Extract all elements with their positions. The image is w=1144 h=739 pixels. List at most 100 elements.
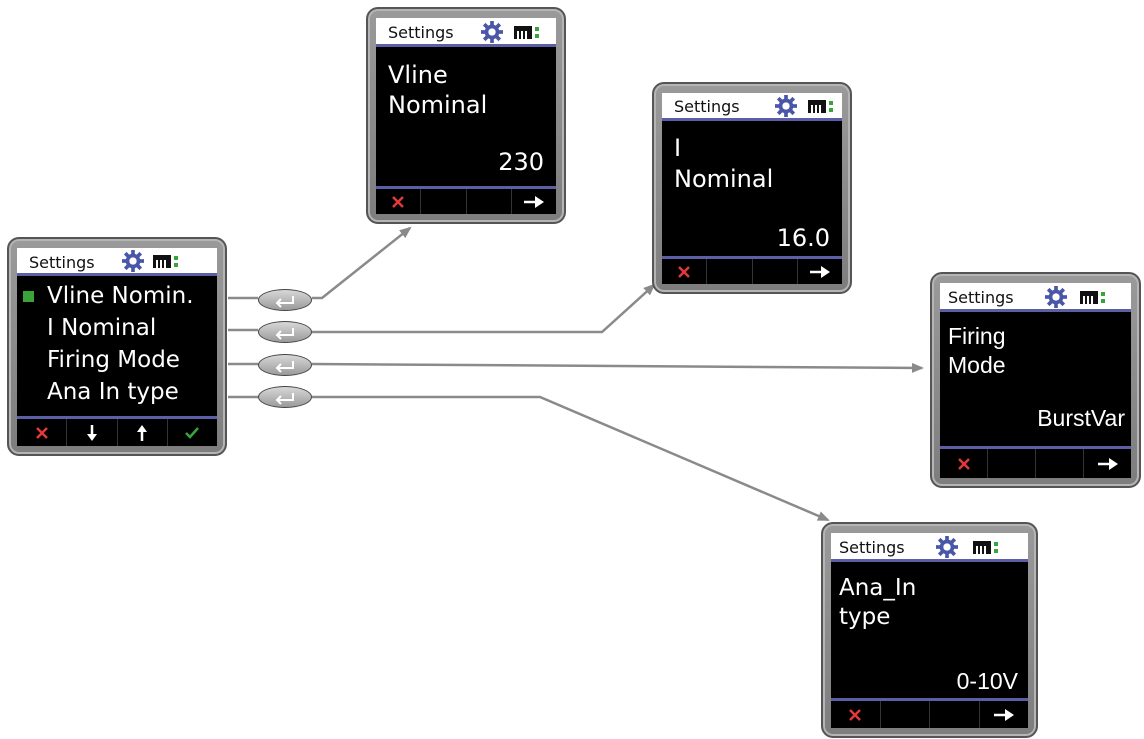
header-title: Settings	[388, 23, 454, 42]
firing-mode-device: Settings Firing Mode BurstVar	[930, 272, 1141, 488]
up-arrow-icon	[137, 424, 148, 441]
up-button[interactable]	[118, 419, 168, 446]
parameter-name-line1: Firing	[948, 323, 1006, 349]
menu-item-label: Ana In type	[47, 379, 179, 405]
right-arrow-icon	[809, 265, 830, 278]
module-icon	[1080, 291, 1105, 304]
cancel-button[interactable]	[831, 701, 881, 728]
enter-key-icon[interactable]	[258, 321, 312, 343]
cancel-x-icon	[957, 457, 970, 470]
module-icon	[808, 100, 833, 113]
menu-item-ana-in-type[interactable]: Ana In type	[17, 376, 217, 408]
parameter-name: Ana_In type	[839, 574, 916, 632]
enter-key-icon[interactable]	[258, 289, 312, 311]
parameter-name: Vline Nominal	[388, 60, 487, 120]
next-button[interactable]	[798, 259, 842, 284]
main-menu-screen: Settings Vline Nomin. I Nominal	[17, 248, 217, 446]
parameter-value[interactable]: BurstVar	[1037, 405, 1125, 431]
footer-button-blank[interactable]	[1036, 449, 1084, 478]
footer-button-blank[interactable]	[930, 701, 980, 728]
cancel-x-icon	[35, 426, 48, 439]
parameter-name: Firing Mode	[948, 322, 1006, 380]
ana-in-type-screen: Settings Ana_In type 0-10V	[831, 533, 1028, 728]
screen-footer	[940, 446, 1131, 478]
connector-inom-arrow	[312, 283, 656, 334]
screen-footer	[831, 698, 1028, 728]
main-menu-device: Settings Vline Nomin. I Nominal	[7, 237, 227, 456]
screen-header: Settings	[662, 93, 842, 121]
parameter-name: I Nominal	[674, 133, 773, 195]
vline-nominal-screen: Settings Vline Nominal 230	[376, 18, 556, 214]
connector-firing-arrow	[311, 362, 924, 373]
selection-marker	[23, 291, 34, 302]
screen-header: Settings	[376, 18, 556, 47]
gear-icon[interactable]	[935, 536, 959, 558]
screen-header: Settings	[940, 283, 1131, 312]
next-button[interactable]	[980, 701, 1029, 728]
next-button[interactable]	[512, 189, 556, 214]
right-arrow-icon	[1097, 457, 1118, 470]
next-button[interactable]	[1084, 449, 1131, 478]
menu-list: Vline Nomin. I Nominal Firing Mode Ana I…	[17, 280, 217, 408]
check-icon	[185, 426, 200, 439]
screen-footer	[662, 256, 842, 284]
module-icon	[514, 26, 539, 39]
gear-icon[interactable]	[1044, 286, 1068, 308]
menu-item-label: Vline Nomin.	[47, 283, 194, 309]
parameter-value[interactable]: 16.0	[776, 224, 830, 252]
cancel-button[interactable]	[662, 259, 708, 284]
cancel-x-icon	[392, 195, 405, 208]
firing-mode-screen: Settings Firing Mode BurstVar	[940, 283, 1131, 478]
down-arrow-icon	[86, 424, 97, 441]
enter-key-icon[interactable]	[258, 386, 312, 408]
footer-button-blank[interactable]	[881, 701, 930, 728]
parameter-value[interactable]: 230	[498, 148, 544, 176]
gear-icon[interactable]	[121, 250, 145, 272]
i-nominal-device: Settings I Nominal 16.0	[652, 82, 852, 294]
module-icon	[973, 541, 998, 554]
parameter-value[interactable]: 0-10V	[956, 668, 1018, 694]
header-title: Settings	[948, 288, 1014, 307]
parameter-name-line2: Nominal	[388, 91, 488, 119]
right-arrow-icon	[523, 195, 544, 208]
menu-item-label: Firing Mode	[47, 347, 180, 373]
enter-key-icon[interactable]	[258, 354, 312, 376]
menu-item-firing-mode[interactable]: Firing Mode	[17, 344, 217, 376]
cancel-button[interactable]	[17, 419, 68, 446]
connector-anain-arrow	[312, 395, 830, 522]
menu-item-i-nominal[interactable]: I Nominal	[17, 312, 217, 344]
gear-icon[interactable]	[774, 95, 798, 117]
cancel-x-icon	[678, 265, 691, 278]
screen-footer	[17, 416, 217, 446]
screen-header: Settings	[17, 248, 217, 276]
parameter-name-line1: Ana_In	[839, 575, 917, 601]
header-title: Settings	[674, 97, 740, 116]
right-arrow-icon	[993, 708, 1014, 721]
footer-button-blank[interactable]	[753, 259, 798, 284]
screen-footer	[376, 186, 556, 214]
parameter-name-line2: type	[839, 603, 891, 630]
module-icon	[153, 255, 178, 268]
footer-button-blank[interactable]	[707, 259, 753, 284]
cancel-button[interactable]	[940, 449, 988, 478]
parameter-name-line2: Mode	[948, 351, 1006, 378]
vline-nominal-device: Settings Vline Nominal 230	[366, 7, 566, 224]
menu-item-label: I Nominal	[47, 315, 157, 341]
header-title: Settings	[839, 538, 905, 557]
screen-header: Settings	[831, 533, 1028, 562]
cancel-button[interactable]	[376, 189, 422, 214]
i-nominal-screen: Settings I Nominal 16.0	[662, 93, 842, 284]
footer-button-blank[interactable]	[421, 189, 467, 214]
gear-icon[interactable]	[480, 21, 504, 43]
parameter-name-line1: Vline	[388, 61, 448, 89]
menu-item-vline-nominal[interactable]: Vline Nomin.	[17, 280, 217, 312]
confirm-button[interactable]	[168, 419, 217, 446]
parameter-name-line2: Nominal	[674, 165, 774, 194]
header-title: Settings	[29, 253, 95, 272]
connector-vline-arrow	[312, 226, 412, 300]
cancel-x-icon	[849, 708, 862, 721]
footer-button-blank[interactable]	[988, 449, 1036, 478]
down-button[interactable]	[67, 419, 118, 446]
footer-button-blank[interactable]	[467, 189, 512, 214]
